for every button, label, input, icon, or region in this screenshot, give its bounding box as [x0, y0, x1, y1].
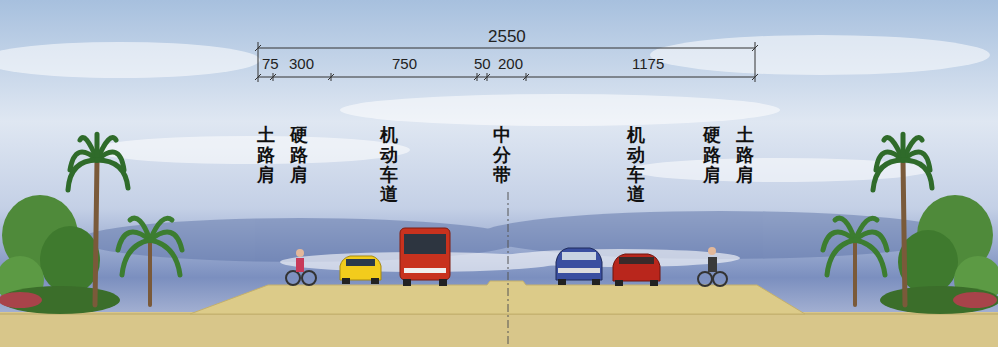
part-label: 机动车道: [380, 125, 398, 204]
dimension-label: 2550: [488, 28, 526, 45]
dimension-lines: [255, 42, 758, 82]
part-label: 土路肩: [257, 125, 275, 184]
part-label: 中分带: [493, 125, 511, 184]
dimension-label: 300: [289, 56, 314, 71]
dimension-label: 200: [498, 56, 523, 71]
bushes: [0, 195, 998, 314]
center-line: [508, 192, 509, 345]
red-car: [613, 254, 660, 286]
part-label: 机动车道: [627, 125, 645, 204]
bus: [400, 228, 450, 286]
cyclist: [698, 247, 727, 286]
blue-car: [556, 248, 602, 285]
yellow-car: [340, 256, 381, 284]
part-label: 硬路肩: [290, 125, 308, 184]
dimension-label: 1175: [632, 56, 664, 71]
road-embankment: [190, 281, 805, 314]
ground: [0, 312, 998, 347]
dimension-label: 75: [262, 56, 279, 71]
dimension-label: 50: [474, 56, 491, 71]
dimension-label: 750: [392, 56, 417, 71]
part-label: 土路肩: [736, 125, 754, 184]
part-label: 硬路肩: [703, 125, 721, 184]
cyclist: [286, 249, 316, 285]
